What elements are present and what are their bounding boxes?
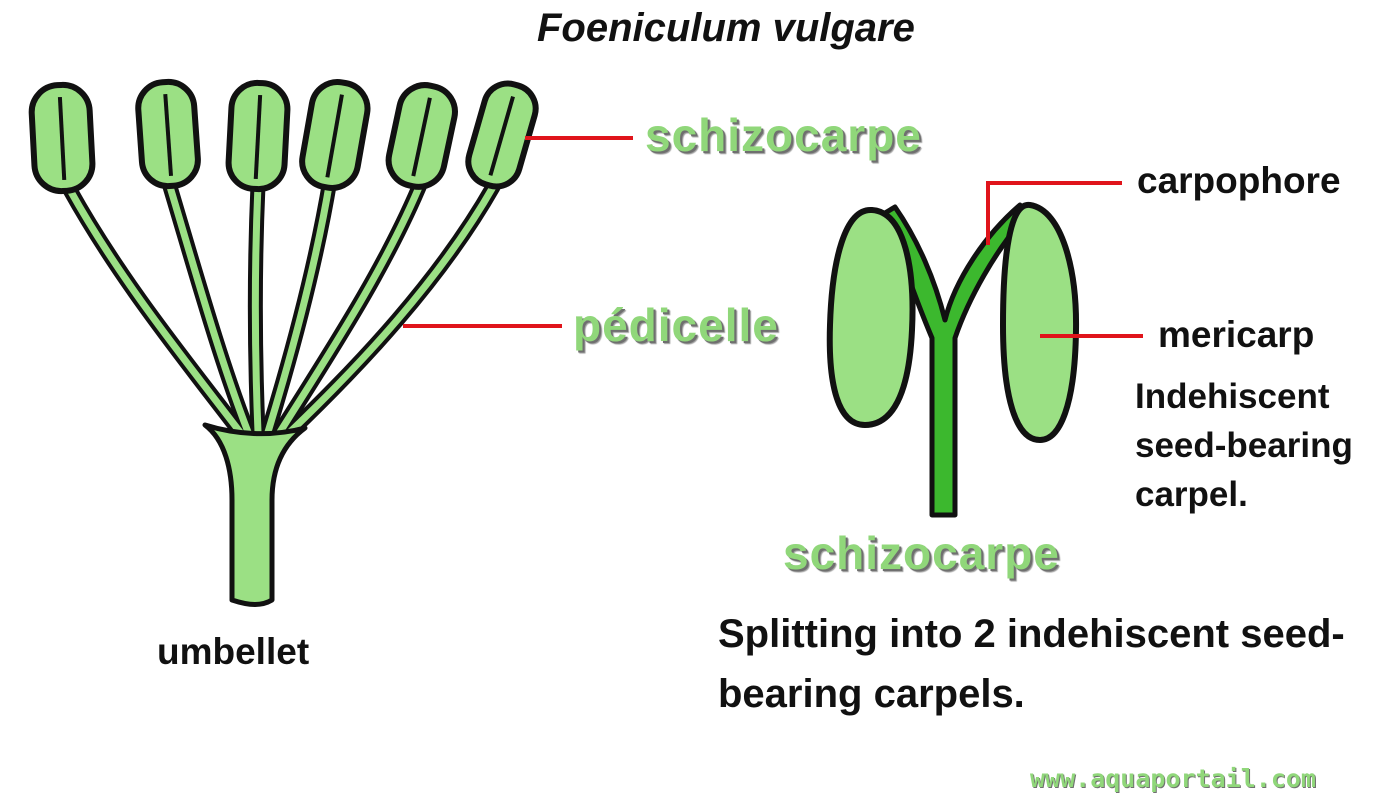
umbellet-label: umbellet (157, 631, 310, 672)
watermark-url: www.aquaportail.com (1030, 764, 1316, 793)
mericarp-left (826, 207, 916, 429)
mericarp-label: mericarp (1158, 314, 1315, 355)
fruit-2 (135, 78, 201, 190)
diagram-title: Foeniculum vulgare (537, 6, 915, 50)
mericarp-description: Indehiscent seed-bearing carpel. (1135, 377, 1353, 514)
carpophore-label: carpophore (1137, 160, 1341, 201)
mericarp-right (999, 202, 1080, 444)
split-schizocarp-drawing (826, 202, 1080, 518)
schizocarpe-label-top: schizocarpe (645, 109, 922, 161)
schizocarp-fruits (28, 78, 539, 195)
fruit-4 (299, 79, 371, 191)
umbellet-drawing (28, 78, 539, 607)
splitting-description: Splitting into 2 indehiscent seed-bearin… (718, 612, 1345, 716)
umbellet-stalk (202, 422, 308, 607)
pedicels (62, 172, 501, 440)
leader-carpophore (986, 181, 1122, 245)
fruit-6 (465, 80, 539, 190)
fruit-5 (385, 82, 458, 190)
fruit-3 (225, 79, 291, 193)
pedicelle-label: pédicelle (573, 299, 779, 351)
schizocarpe-label-bottom: schizocarpe (783, 527, 1060, 579)
fruit-1 (28, 81, 96, 195)
leader-lines (403, 136, 1143, 338)
